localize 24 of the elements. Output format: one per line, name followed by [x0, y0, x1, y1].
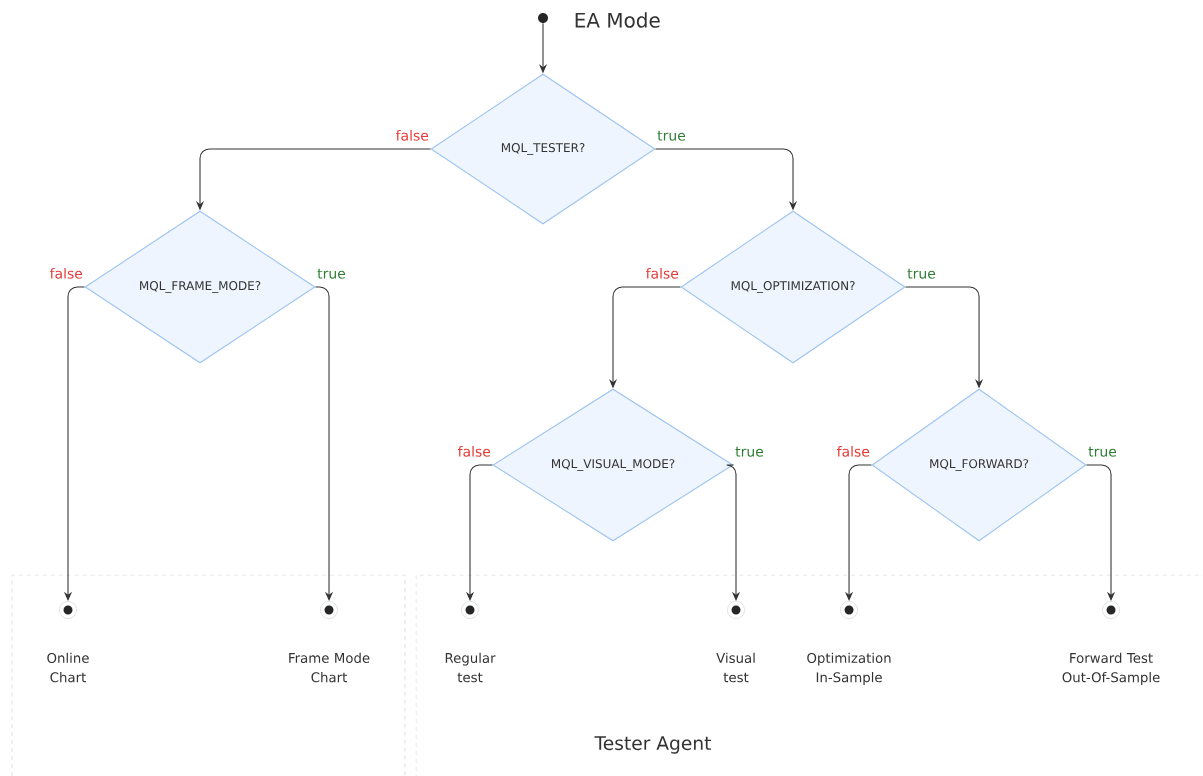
edge-label: true [735, 446, 764, 457]
end-label: Online Chart [47, 652, 89, 683]
group-frame [11, 574, 406, 776]
end-label: Visual test [716, 652, 755, 683]
end-label: Frame Mode Chart [289, 652, 370, 683]
end-point [59, 601, 77, 619]
end-label: Regular test [445, 652, 496, 683]
edge-label: true [1088, 446, 1117, 457]
end-point [1102, 601, 1120, 619]
edge-label: true [907, 268, 936, 279]
end-point [461, 601, 479, 619]
edge-label: false [645, 267, 679, 279]
end-point [320, 601, 338, 619]
end-label: Optimization In-Sample [807, 652, 891, 685]
end-point [727, 601, 745, 619]
edge-label: false [395, 129, 429, 141]
edge-label: true [317, 268, 346, 279]
end-label: Forward Test Out-Of-Sample [1062, 652, 1160, 685]
end-point [840, 601, 858, 619]
edge-label: false [836, 445, 870, 457]
edge-label: false [457, 445, 491, 457]
edge-label: false [49, 267, 83, 279]
start-label: EA Mode [575, 12, 660, 28]
edge-label: true [657, 130, 686, 141]
